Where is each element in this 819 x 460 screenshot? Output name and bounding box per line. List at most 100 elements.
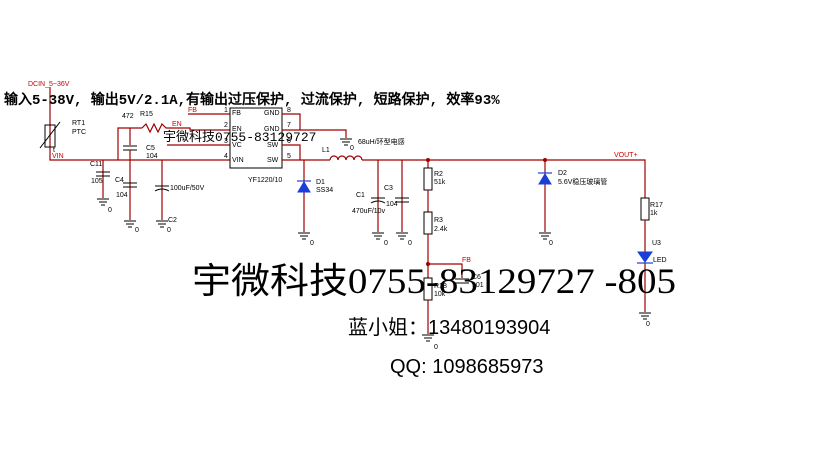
ic-pin8-num: 8	[287, 107, 291, 114]
u3-ref: U3	[652, 240, 661, 247]
ground-c3: 0	[396, 232, 412, 247]
junction-d2	[543, 158, 547, 162]
ic-pin7-name: GND	[264, 126, 280, 133]
c1-ref: C1	[356, 192, 365, 199]
dcin-wire	[49, 87, 230, 161]
rt1-value: PTC	[72, 129, 86, 136]
ic-pin6-name: SW	[267, 142, 279, 149]
r15-left-wire	[117, 127, 142, 160]
svg-text:0: 0	[108, 207, 112, 214]
ic-gnd-wire	[282, 113, 301, 131]
svg-text:0: 0	[350, 145, 354, 152]
watermark-large: 宇微科技0755-83129727 -805	[192, 261, 676, 301]
ic-pin4-name: VIN	[232, 157, 244, 164]
d2-diode-symbol	[538, 173, 552, 185]
r17-ref: R17	[650, 202, 663, 209]
ground-c4: 0	[124, 220, 139, 234]
ground-c2: 0	[156, 220, 171, 234]
u3-value: LED	[653, 257, 667, 264]
c3-ref: C3	[384, 185, 393, 192]
d1-diode-symbol	[297, 181, 311, 193]
ic-part-number: YF1220/10	[248, 177, 282, 184]
net-label-dcin: DCIN_5~36V	[28, 81, 70, 88]
r2-ref: R2	[434, 171, 443, 178]
r15-ref: R15	[140, 111, 153, 118]
spec-headline: 输入5-38V, 输出5V/2.1A,有输出过压保护, 过流保护, 短路保护, …	[4, 91, 500, 109]
ic-yf1220-body	[229, 107, 283, 169]
ground-d2: 0	[539, 232, 553, 247]
rt1-slash	[39, 121, 61, 149]
c4-value: 104	[116, 192, 128, 199]
r17-resistor	[640, 197, 650, 221]
r17-top-wire	[640, 159, 646, 198]
ic-pin6-num: 6	[287, 138, 291, 145]
ic-pin1-num: 1	[224, 107, 228, 114]
r15-value: 472	[122, 113, 134, 120]
c6-ref: C6	[472, 274, 481, 281]
c6-value: 101	[472, 282, 484, 289]
svg-text:0: 0	[434, 344, 438, 351]
ground-ic: 0	[340, 138, 354, 152]
r17-value: 1k	[650, 210, 658, 217]
svg-text:0: 0	[408, 240, 412, 247]
net-label-en: EN	[172, 121, 182, 128]
ic-pin2-num: 2	[224, 122, 228, 129]
ic-sw-wire	[282, 144, 301, 161]
svg-text:0: 0	[646, 321, 650, 328]
d1-value: SS34	[316, 187, 333, 194]
r3-ref: R3	[434, 217, 443, 224]
c2-ref: C2	[168, 217, 177, 224]
d2-value: 5.6V稳压玻璃管	[558, 177, 607, 186]
ic-pin1-name: FB	[232, 110, 241, 117]
svg-text:0: 0	[310, 240, 314, 247]
c4-ref: C4	[115, 177, 124, 184]
c11-ref: C11	[90, 161, 102, 168]
d1-ref: D1	[316, 179, 325, 186]
c3-value: 104	[386, 201, 398, 208]
l1-value: 68uH/环型电感	[358, 137, 405, 146]
junction-r2	[426, 158, 430, 162]
svg-text:0: 0	[549, 240, 553, 247]
r2-value: 51k	[434, 179, 446, 186]
c2-value: 100uF/50V	[170, 185, 205, 192]
ic-pin3-name: VC	[232, 142, 242, 149]
gnd-right-wire	[300, 129, 347, 138]
r3-resistor	[423, 211, 433, 235]
net-label-fb-top: FB	[188, 107, 197, 114]
d2-ref: D2	[558, 170, 567, 177]
contact-name-phone: 蓝小姐：13480193904	[348, 316, 550, 339]
c11-value: 105	[91, 178, 103, 185]
ic-pin8-name: GND	[264, 110, 280, 117]
ic-pin4-num: 4	[224, 153, 228, 160]
ic-pin3-num: 3	[224, 138, 228, 145]
junction-fb	[426, 262, 430, 266]
svg-text:0: 0	[167, 227, 171, 234]
r18-ref: R18	[434, 283, 447, 290]
c1-plate-2	[370, 200, 386, 204]
led-symbol	[637, 251, 653, 263]
svg-text:0: 0	[135, 227, 139, 234]
rt1-ref: RT1	[72, 120, 85, 127]
watermark-small: 宇微科技0755-83129727	[163, 130, 316, 145]
fb-node-wire	[428, 263, 463, 278]
ground-r18: 0	[422, 334, 438, 351]
net-label-vout: VOUT+	[614, 152, 638, 159]
ic-pin5-num: 5	[287, 153, 291, 160]
ground-d1: 0	[298, 232, 314, 247]
ground-c11: 0	[97, 198, 112, 214]
c5-ref: C5	[146, 145, 155, 152]
ic-pin5-name: SW	[267, 157, 279, 164]
ic-pin2-name: EN	[232, 126, 242, 133]
r3-value: 2.4k	[434, 226, 448, 233]
l1-ref: L1	[322, 147, 330, 154]
r15-resistor	[141, 122, 230, 134]
ground-c1: 0	[372, 232, 388, 247]
ground-led: 0	[639, 312, 651, 328]
l1-inductor	[329, 155, 363, 161]
c2-plate-2	[154, 188, 170, 192]
rt1-symbol	[44, 124, 56, 148]
c5-value: 104	[146, 153, 158, 160]
r2-resistor	[423, 167, 433, 191]
